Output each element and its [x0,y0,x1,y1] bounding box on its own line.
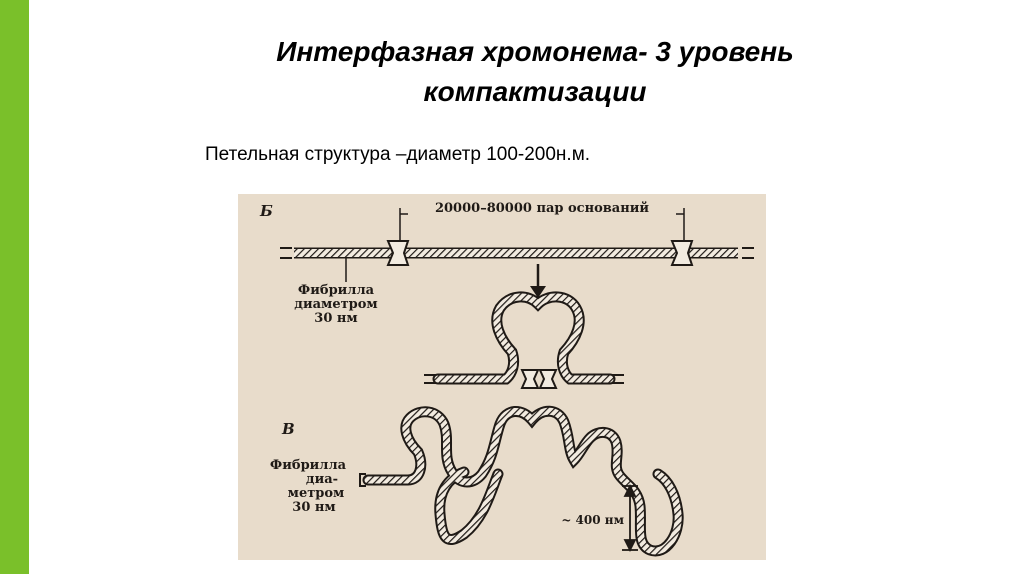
v-fibril-line-3: метром [288,486,345,501]
v-fibril-line-1: Фибрилла [270,458,347,473]
attachment-site-left [386,240,410,266]
single-loop [424,291,624,389]
v-fibril-line-2: диа- [306,472,338,487]
down-arrow-icon [530,264,546,298]
attachment-site-right [670,240,694,266]
pairs-label: 20000–80000 пар оснований [435,201,649,216]
straight-fibril [280,247,754,259]
fibril-bracket-v [359,473,366,487]
panel-v-letter: В [281,420,295,438]
b-fibril-line-2: диаметром [294,297,377,312]
title-line-1: Интерфазная хромонема- 3 уровень [276,36,794,67]
looped-fibril [362,405,684,557]
size-label: ~ 400 нм [561,513,624,527]
v-fibril-line-4: 30 нм [292,500,335,515]
dimension-bracket [399,208,685,240]
size-label-bg [576,511,626,527]
slide-subtitle: Петельная структура –диаметр 100-200н.м. [205,144,591,165]
b-fibril-line-1: Фибрилла [298,283,375,298]
title-line-2: компактизации [423,76,647,107]
accent-bar [0,0,29,574]
loop-size-arrow [622,483,638,553]
panel-b-letter: Б [259,202,273,220]
slide-title: Интерфазная хромонема- 3 уровень компакт… [120,32,950,112]
b-fibril-line-3: 30 нм [314,311,357,326]
figure-drawing: Б 20000–80000 пар оснований Фибрилла диа… [259,201,754,557]
chromonema-figure: Б 20000–80000 пар оснований Фибрилла диа… [238,194,766,560]
